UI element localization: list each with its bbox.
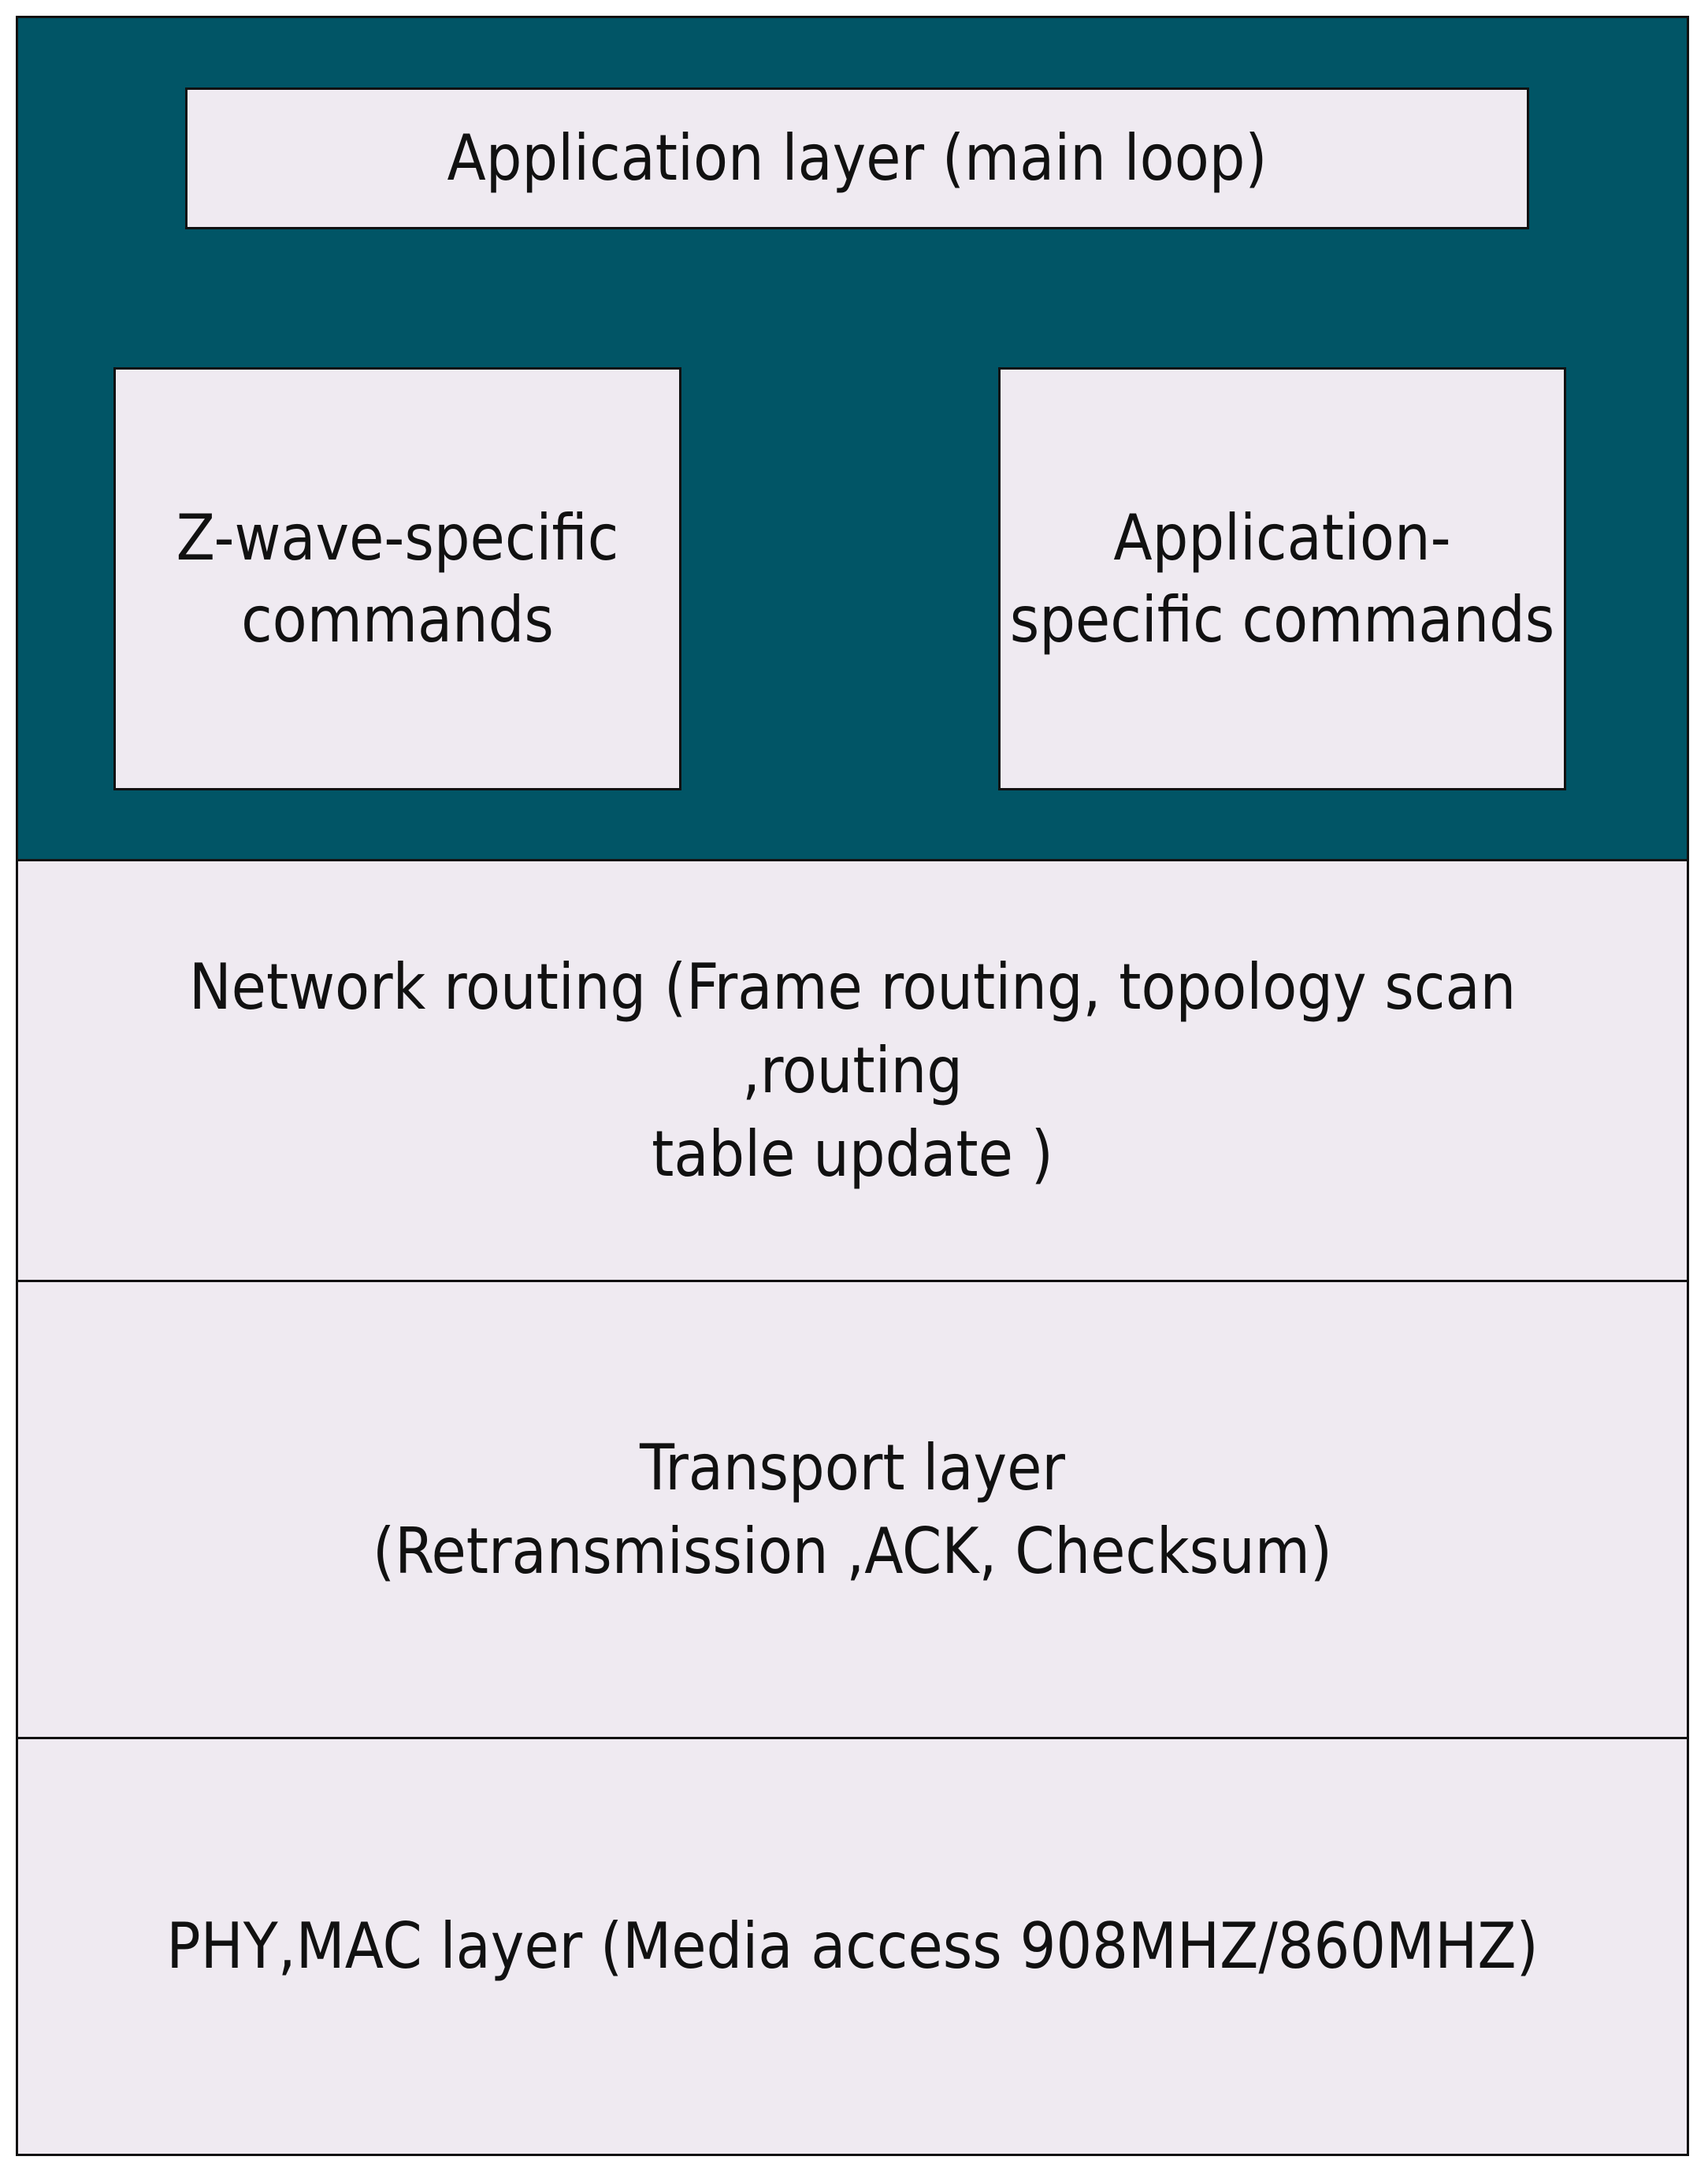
phy-mac-layer-label: PHY,MAC layer (Media access 908MHZ/860MH… xyxy=(166,1909,1539,1983)
network-routing-label: Network routing (Frame routing, topology… xyxy=(188,950,1517,1191)
application-layer-panel: Application layer (main loop) Z-wave-spe… xyxy=(18,18,1687,861)
application-main-loop-box: Application layer (main loop) xyxy=(185,87,1529,229)
application-main-loop-label: Application layer (main loop) xyxy=(447,121,1268,195)
transport-layer-label: Transport layer (Retransmission ,ACK, Ch… xyxy=(372,1430,1332,1588)
zwave-specific-commands-label: Z-wave-specific commands xyxy=(176,500,619,656)
application-specific-commands-label: Application- specific commands xyxy=(1009,500,1555,656)
network-routing-layer: Network routing (Frame routing, topology… xyxy=(18,861,1687,1282)
application-specific-commands-box: Application- specific commands xyxy=(998,367,1566,790)
transport-layer: Transport layer (Retransmission ,ACK, Ch… xyxy=(18,1282,1687,1739)
phy-mac-layer: PHY,MAC layer (Media access 908MHZ/860MH… xyxy=(18,1739,1687,2154)
zwave-specific-commands-box: Z-wave-specific commands xyxy=(113,367,681,790)
protocol-stack-diagram: Application layer (main loop) Z-wave-spe… xyxy=(16,16,1689,2156)
